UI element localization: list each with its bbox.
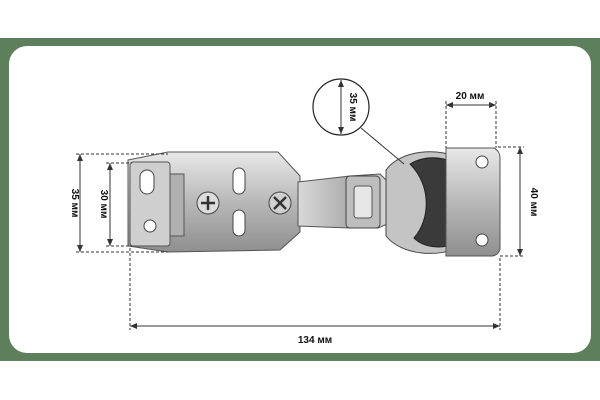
dim-label-plate-width: 20 мм xyxy=(456,91,485,102)
bracket-slot xyxy=(139,169,155,195)
product-panel: 35 мм 30 мм 134 мм 35 мм 20 мм 40 мм xyxy=(9,46,591,353)
plate-slot xyxy=(232,167,246,195)
hinge-image xyxy=(127,147,501,257)
adjust-rail xyxy=(169,173,185,237)
cup-diameter-callout xyxy=(312,78,405,165)
dim-label-plate-height: 40 мм xyxy=(528,188,539,217)
screw-cross xyxy=(201,196,215,210)
green-frame: 35 мм 30 мм 134 мм 35 мм 20 мм 40 мм xyxy=(0,38,600,361)
plate-slot xyxy=(232,209,246,237)
cup-flange-plate xyxy=(445,147,501,257)
flange-hole xyxy=(475,233,489,247)
arm-link-slot xyxy=(353,185,373,219)
dim-label-height-outer: 35 мм xyxy=(69,189,80,218)
dim-label-height-inner: 30 мм xyxy=(98,190,109,219)
dim-label-total-length: 134 мм xyxy=(298,335,332,346)
flange-hole xyxy=(475,155,489,169)
dimension-lines xyxy=(76,101,524,330)
dim-label-cup-diameter: 35 мм xyxy=(347,93,358,122)
bracket-hole xyxy=(143,219,157,233)
screw-cross xyxy=(273,196,287,210)
hinge-diagram: 35 мм 30 мм 134 мм 35 мм 20 мм 40 мм xyxy=(69,78,539,346)
